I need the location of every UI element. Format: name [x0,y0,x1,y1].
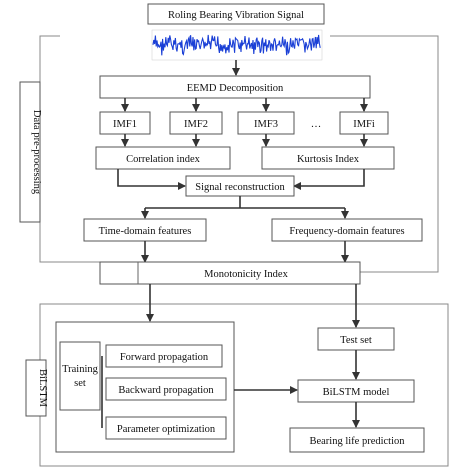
imf-ellipsis: … [311,119,322,130]
bilstm-label: BiLSTM [37,369,48,408]
signal-waveform [152,34,321,56]
training-set-box [59,341,101,411]
imf2-label: IMF2 [184,119,208,130]
reconstruction-label: Signal reconstruction [195,182,285,193]
correlation-label: Correlation index [126,154,201,165]
bilstm-label-box [25,359,47,417]
backward-box [105,377,227,401]
forward-box [105,344,223,368]
param-opt-box [105,416,227,440]
freq-features-box [271,218,423,242]
title-box [147,3,325,25]
imf3-label: IMF3 [254,119,278,130]
arrow-kurtosis-reconstruction [293,169,365,190]
test-set-label: Test set [340,335,372,346]
bilstm-model-label: BiLSTM model [323,387,390,398]
imf1-label: IMF1 [113,119,137,130]
imfi-label: IMFi [353,119,375,130]
title-label: Roling Bearing Vibration Signal [168,10,304,21]
monotonicity-label: Monotonicity Index [204,269,288,280]
eemd-label: EEMD Decomposition [187,83,284,94]
time-features-label: Time-domain features [99,226,192,237]
param-opt-label: Parameter optimization [117,424,216,435]
freq-features-label: Frequency-domain features [289,226,404,237]
eemd-box [99,75,371,99]
prediction-label: Bearing life prediction [309,436,405,447]
prediction-box [289,427,425,453]
preprocessing-label-box [19,81,41,223]
preprocessing-frame-right [330,35,439,273]
kurtosis-label: Kurtosis Index [297,154,360,165]
correlation-box [95,146,231,170]
forward-label: Forward propagation [120,352,209,363]
preprocessing-label: Data pre-processing [31,110,42,195]
monotonicity-box [99,261,361,285]
training-set-label-line2: set [74,378,86,389]
arrow-correlation-reconstruction [117,169,186,190]
kurtosis-box [261,146,395,170]
training-set-label-line1: Training [62,364,99,375]
backward-label: Backward propagation [118,385,214,396]
